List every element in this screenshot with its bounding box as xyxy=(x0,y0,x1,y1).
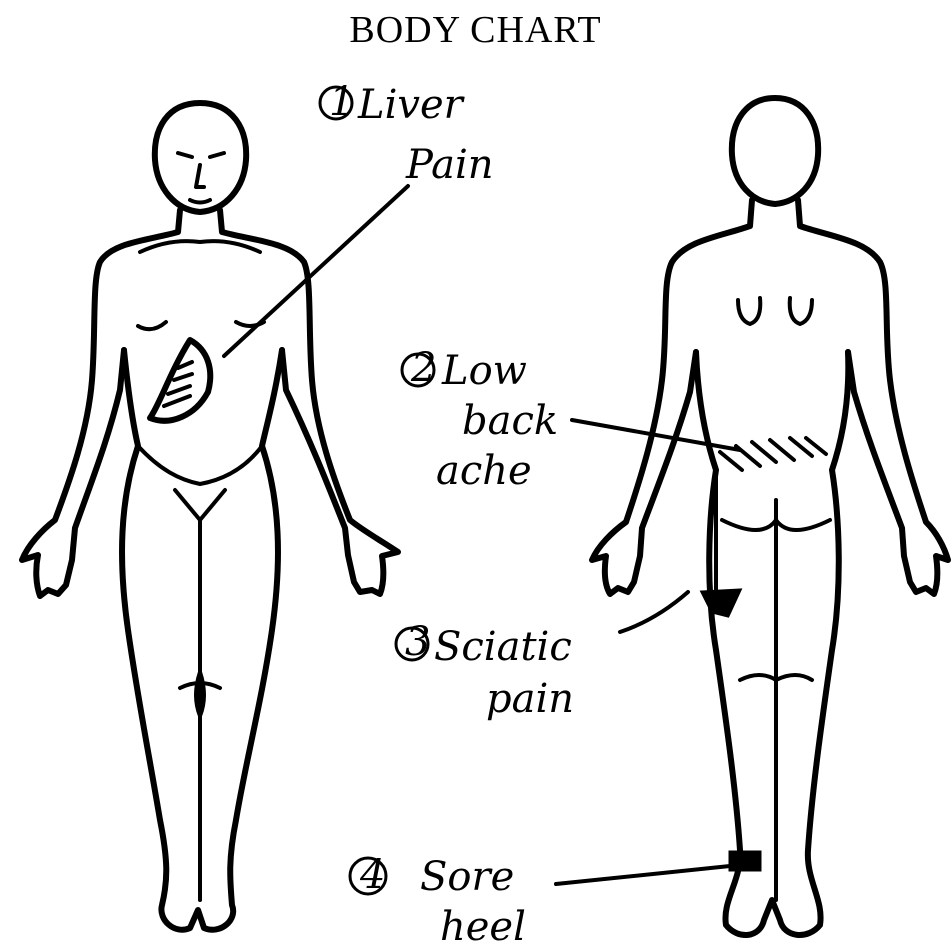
annotation-2-line-1: Low xyxy=(441,348,527,394)
annotation-1-line-2: Pain xyxy=(405,142,494,188)
leader-line-3 xyxy=(620,592,688,632)
back-outline-right xyxy=(798,200,948,594)
annotation-2-line-2: back xyxy=(462,398,558,444)
back-shoulder-blades xyxy=(738,298,812,324)
sciatic-pain-marker xyxy=(702,590,740,616)
back-head xyxy=(732,98,818,204)
annotation-2: 2 Low back ache xyxy=(402,345,558,494)
front-torso xyxy=(122,350,282,930)
front-head xyxy=(155,103,246,212)
leader-line-1 xyxy=(224,186,408,356)
annotation-1-number: 1 xyxy=(329,79,354,125)
front-body-figure xyxy=(22,103,398,930)
liver-pain-marker xyxy=(150,340,210,421)
annotation-1: 1 Liver Pain xyxy=(320,79,494,188)
annotation-3: 3 Sciatic pain xyxy=(396,619,574,722)
annotation-4-line-1: Sore xyxy=(420,854,514,900)
sore-heel-marker xyxy=(730,852,760,870)
annotation-4-line-2: heel xyxy=(440,904,526,950)
front-outline-right xyxy=(220,210,398,594)
leader-line-4 xyxy=(556,866,730,884)
annotation-2-line-3: ache xyxy=(436,448,532,494)
annotation-3-line-1: Sciatic xyxy=(434,624,572,670)
back-outline-left xyxy=(592,200,752,594)
annotation-2-number: 2 xyxy=(410,345,436,391)
annotation-3-number: 3 xyxy=(405,619,430,665)
front-face xyxy=(178,153,224,203)
annotation-1-line-1: Liver xyxy=(357,82,466,128)
front-chest xyxy=(138,241,264,329)
back-body-figure xyxy=(592,98,948,935)
annotation-4-number: 4 xyxy=(359,852,385,898)
low-back-ache-marker xyxy=(720,438,826,470)
annotation-4: 4 Sore heel xyxy=(350,852,526,950)
annotation-3-line-2: pain xyxy=(486,676,574,722)
